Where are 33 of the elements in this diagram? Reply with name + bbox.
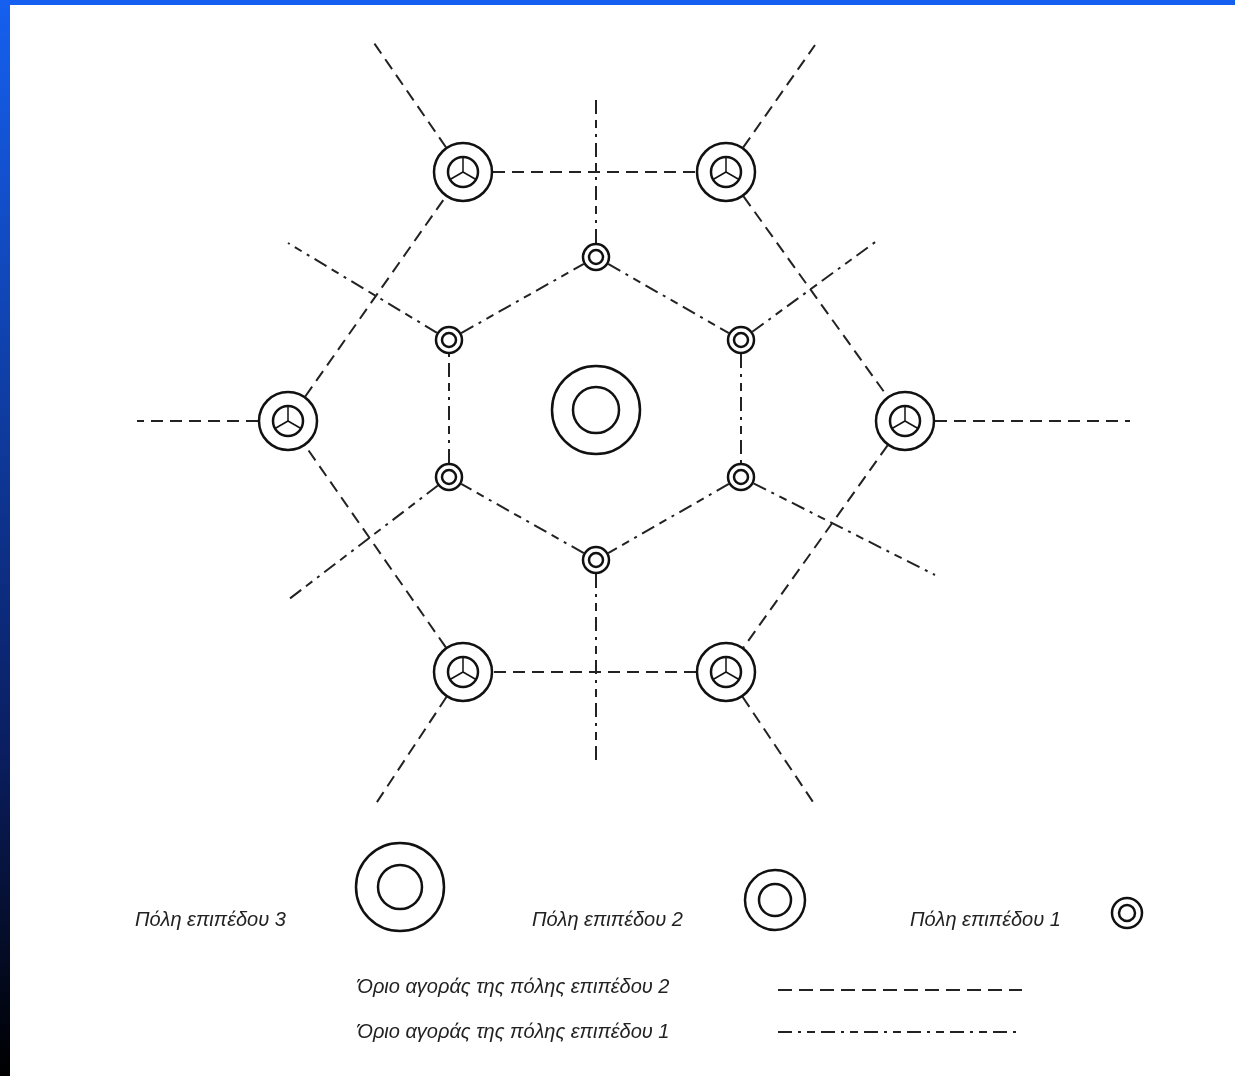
market-boundary-line (448, 353, 450, 464)
legend-label: Πόλη επιπέδου 2 (532, 908, 683, 931)
market-boundary-line (607, 482, 730, 555)
small-town-symbol (727, 326, 755, 354)
legend-label: Όριο αγοράς της πόλης επιπέδου 1 (357, 1020, 670, 1043)
market-boundary-line (287, 242, 438, 334)
market-boundary-line (595, 99, 597, 244)
town-symbol (258, 391, 318, 451)
market-boundary-line (460, 262, 585, 335)
market-boundary-line (492, 671, 697, 673)
legend-label: Πόλη επιπέδου 3 (135, 908, 286, 931)
market-boundary-line (740, 353, 742, 464)
market-boundary-line (742, 44, 816, 149)
small-town-symbol (435, 463, 463, 491)
market-boundary-line (752, 482, 936, 576)
market-boundary-line (136, 420, 259, 422)
town-symbol (696, 142, 756, 202)
market-boundary-line (607, 262, 730, 335)
small-town-symbol (727, 463, 755, 491)
town-symbol (433, 642, 493, 702)
market-boundary-line (492, 171, 697, 173)
town-symbol (696, 642, 756, 702)
market-boundary-line (287, 484, 439, 601)
legend-label: Πόλη επιπέδου 1 (910, 908, 1061, 931)
small-town-symbol (435, 326, 463, 354)
small-town-symbol (582, 243, 610, 271)
town-symbol (433, 142, 493, 202)
market-boundary-line (460, 482, 585, 555)
market-boundary-line (934, 420, 1131, 422)
large-town-symbol (551, 365, 641, 455)
legend-label: Όριο αγοράς της πόλης επιπέδου 2 (357, 975, 670, 998)
town-symbol (875, 391, 935, 451)
small-town-symbol (582, 546, 610, 574)
